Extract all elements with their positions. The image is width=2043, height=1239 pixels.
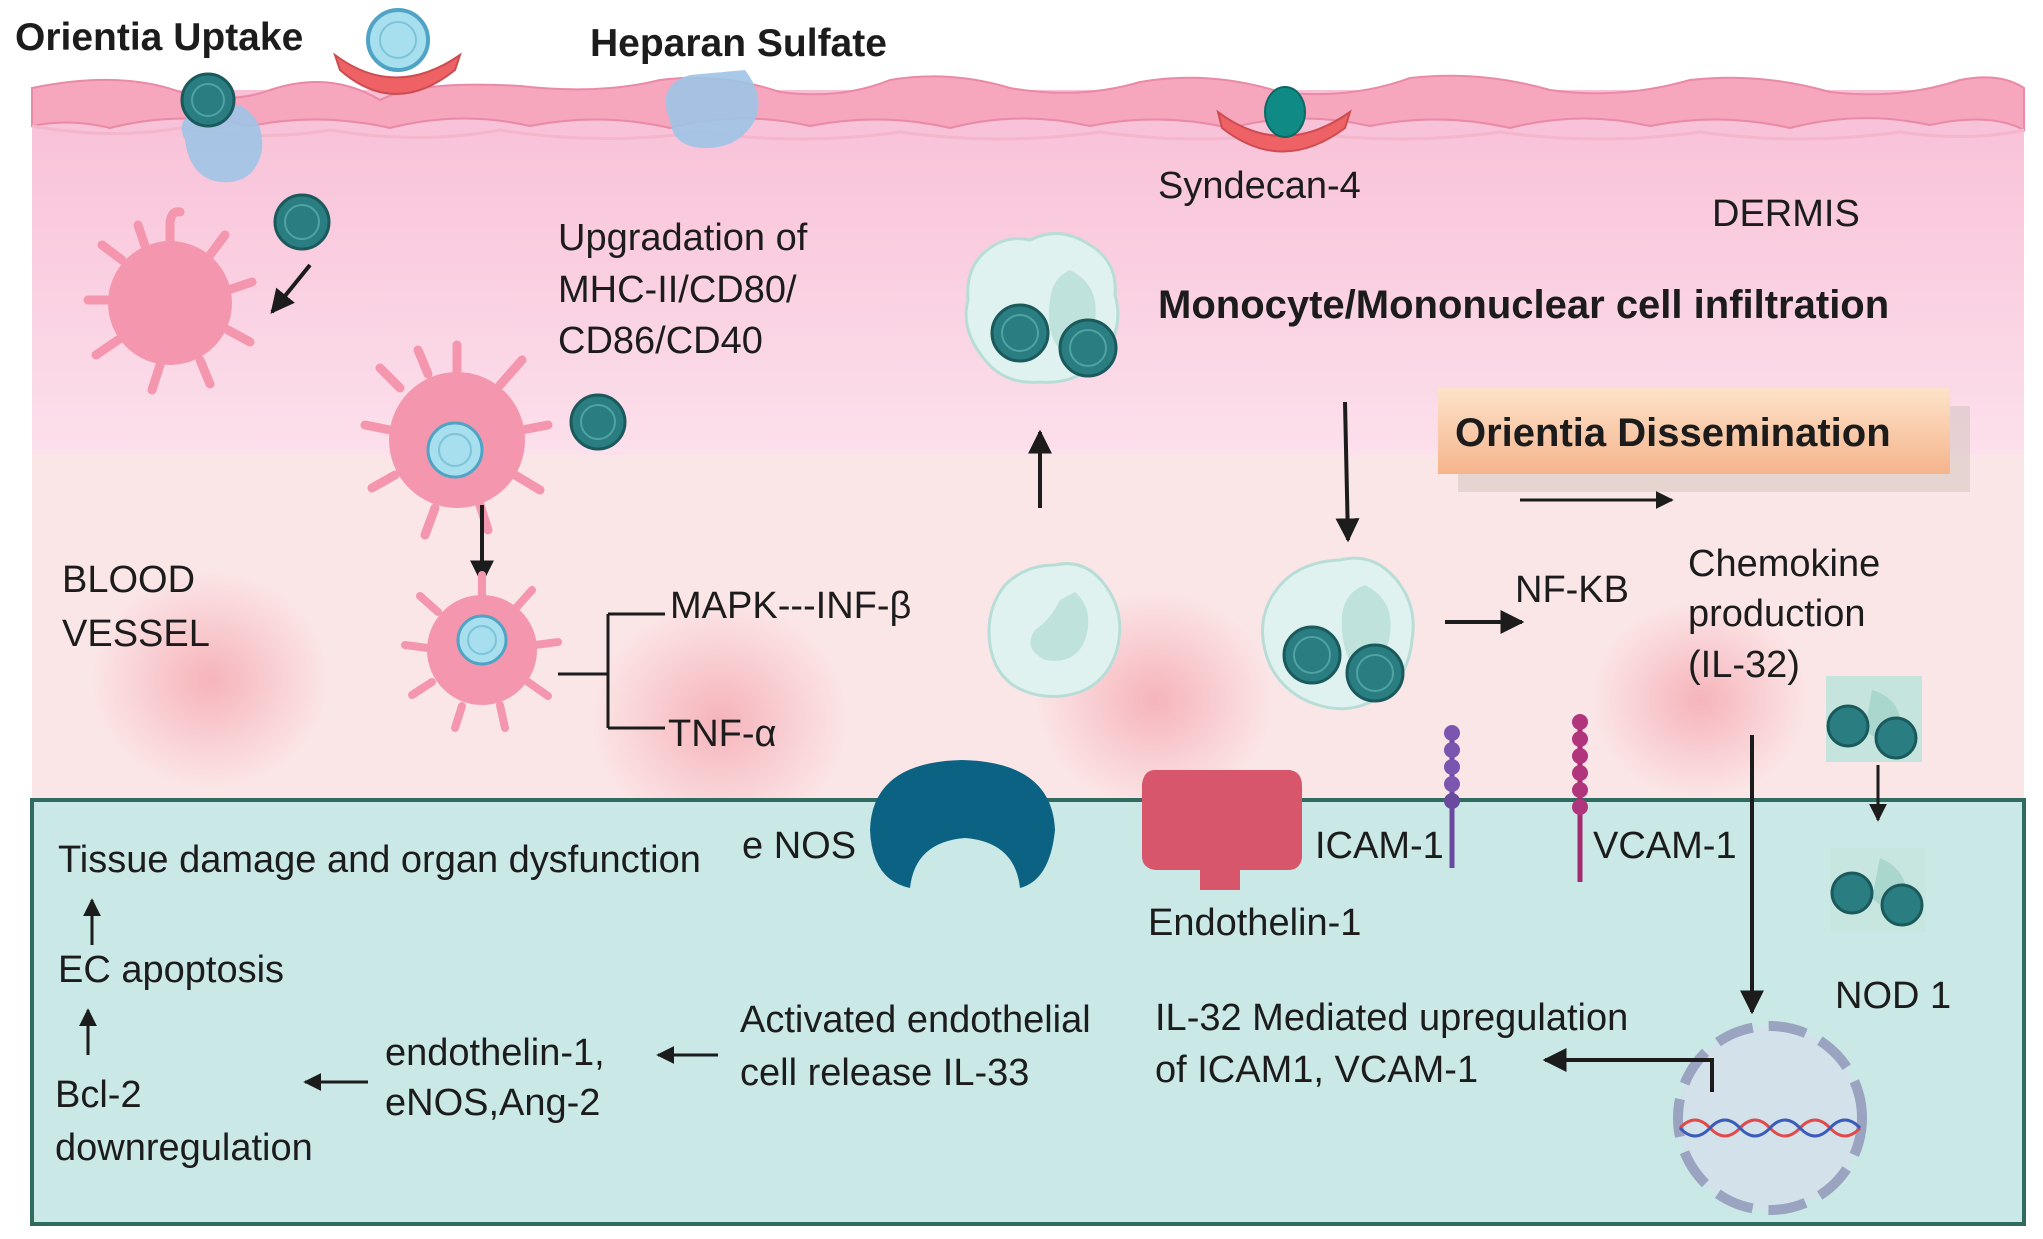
label-il32-mediated-line1: IL-32 Mediated upregulation	[1155, 997, 1628, 1039]
monocyte-infected-lower	[1261, 556, 1415, 711]
monocyte-infected-upper	[964, 232, 1120, 384]
orientia-bacterium-entering	[273, 193, 331, 251]
dendritic-cell-3	[401, 571, 562, 732]
orientia-bacterium-uptake	[180, 72, 236, 128]
dendritic-cell-2	[360, 340, 553, 540]
label-ec-apoptosis: EC apoptosis	[58, 949, 284, 991]
monocyte-uninfected	[987, 562, 1122, 698]
enos-receptor	[870, 760, 1055, 888]
label-orientia-dissemination: Orientia Dissemination	[1455, 411, 1891, 455]
label-syndecan4: Syndecan-4	[1158, 165, 1361, 207]
endothelin1-receptor	[1142, 770, 1302, 890]
arrow-monocyte-down	[1335, 401, 1360, 543]
dna-helix	[1678, 1118, 1862, 1138]
syndecan-receptor-top	[333, 52, 462, 95]
label-heparan-sulfate: Heparan Sulfate	[590, 22, 887, 65]
label-enos: e NOS	[742, 825, 856, 867]
arrow-nucleus-to-il32	[1542, 1048, 1714, 1092]
label-orientia-uptake: Orientia Uptake	[15, 16, 303, 59]
skin-surface	[31, 74, 2025, 141]
label-mapk-inf: MAPK---INF-β	[670, 585, 911, 627]
orientia-dissemination-box	[1438, 388, 1970, 492]
label-nod1: NOD 1	[1835, 975, 1951, 1017]
label-tissue-damage: Tissue damage and organ dysfunction	[58, 839, 701, 881]
label-nfkb: NF-KB	[1515, 569, 1629, 611]
label-chemokine-line2: production	[1688, 593, 1865, 635]
label-endothelin1: Endothelin-1	[1148, 902, 1361, 944]
signal-bracket	[558, 612, 665, 730]
label-bcl2-line2: downregulation	[55, 1127, 313, 1169]
orientia-bacterium-free	[569, 393, 627, 451]
label-upgradation-line1: Upgradation of	[558, 217, 808, 259]
label-blood-vessel-line2: VESSEL	[62, 613, 210, 655]
label-endothelin-list-line2: eNOS,Ang-2	[385, 1082, 600, 1124]
nucleus	[1673, 1021, 1867, 1215]
label-chemokine-line1: Chemokine	[1688, 543, 1880, 585]
label-vcam1: VCAM-1	[1593, 825, 1737, 867]
orientia-bacterium-light-top	[366, 8, 430, 72]
icam1-receptor	[1444, 725, 1460, 868]
syndecan4-receptor	[1216, 86, 1352, 153]
label-dermis: DERMIS	[1712, 193, 1860, 235]
label-endothelin-list-line1: endothelin-1,	[385, 1032, 605, 1074]
label-upgradation-line3: CD86/CD40	[558, 320, 763, 362]
label-icam1: ICAM-1	[1315, 825, 1444, 867]
heparan-sulfate-receptor	[665, 70, 759, 149]
label-tnf: TNF-α	[668, 713, 777, 755]
label-monocyte-infiltration: Monocyte/Mononuclear cell infiltration	[1158, 283, 1889, 327]
label-upgradation-line2: MHC-II/CD80/	[558, 269, 797, 311]
label-blood-vessel-line1: BLOOD	[62, 559, 195, 601]
vcam1-receptor	[1572, 714, 1588, 882]
label-il32-mediated-line2: of ICAM1, VCAM-1	[1155, 1049, 1478, 1091]
dendritic-cell-1	[83, 207, 257, 395]
nod1-cell-upper	[1826, 676, 1922, 762]
label-bcl2-line1: Bcl-2	[55, 1074, 142, 1116]
nod1-cell-lower	[1830, 848, 1926, 932]
label-activated-ec-line2: cell release IL-33	[740, 1052, 1029, 1094]
label-chemokine-line3: (IL-32)	[1688, 644, 1800, 686]
arrow-into-dendritic-cell	[270, 263, 312, 314]
label-activated-ec-line1: Activated endothelial	[740, 999, 1091, 1041]
